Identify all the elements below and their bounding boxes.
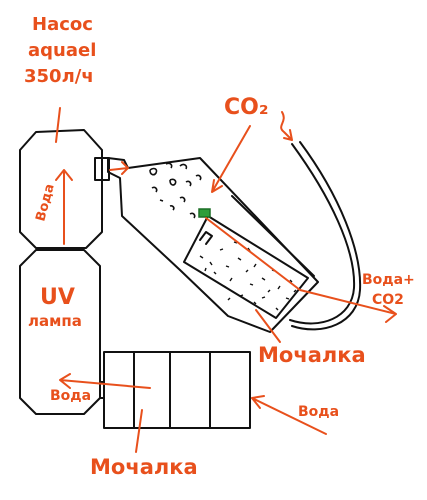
water-right-label: Вода: [298, 404, 339, 420]
co2-supply-tube-inner: [291, 141, 362, 331]
uv-label-line1: UV: [40, 285, 75, 310]
pump-housing: [19, 129, 103, 249]
pump-label-line1: Насос: [32, 14, 93, 35]
reactor-inner-tube: [199, 231, 213, 245]
sponge-bottom-label: Мочалка: [90, 455, 198, 479]
co2-arrow: [211, 125, 251, 193]
reactor-sponge: [183, 215, 309, 319]
outlet-arrow: [109, 161, 129, 175]
pump-water-arrow: [55, 169, 73, 245]
pump-label-line3: 350л/ч: [24, 66, 94, 87]
pump-label-leader: [55, 107, 61, 143]
pump-water-label: Вода: [33, 182, 57, 223]
sponge-right-label: Мочалка: [258, 343, 366, 367]
reactor-wall: [231, 195, 315, 277]
co2-bubbles: [149, 162, 202, 219]
co2-supply-tube: [289, 143, 356, 325]
pump-label-line2: aquael: [28, 40, 96, 61]
uv-label-line2: лампа: [28, 312, 82, 330]
water-co2-label-line1: Вода+: [362, 272, 415, 288]
sponge-right-leader: [255, 309, 281, 343]
water-in-arrow: [251, 395, 327, 435]
water-co2-outflow-arrow: [205, 217, 397, 323]
co2-curly-arrow: [280, 111, 293, 141]
co2-label: CO₂: [224, 95, 268, 120]
sponge-bottom-leader: [135, 409, 143, 453]
water-mid-arrow: [59, 373, 151, 389]
sponge-box: [103, 351, 251, 429]
water-left-label: Вода: [50, 388, 91, 404]
co2-diffuser: [198, 208, 211, 218]
sponge-texture: [199, 241, 297, 311]
water-co2-label-line2: CO2: [372, 292, 404, 308]
uv-lamp-housing: [19, 249, 101, 415]
